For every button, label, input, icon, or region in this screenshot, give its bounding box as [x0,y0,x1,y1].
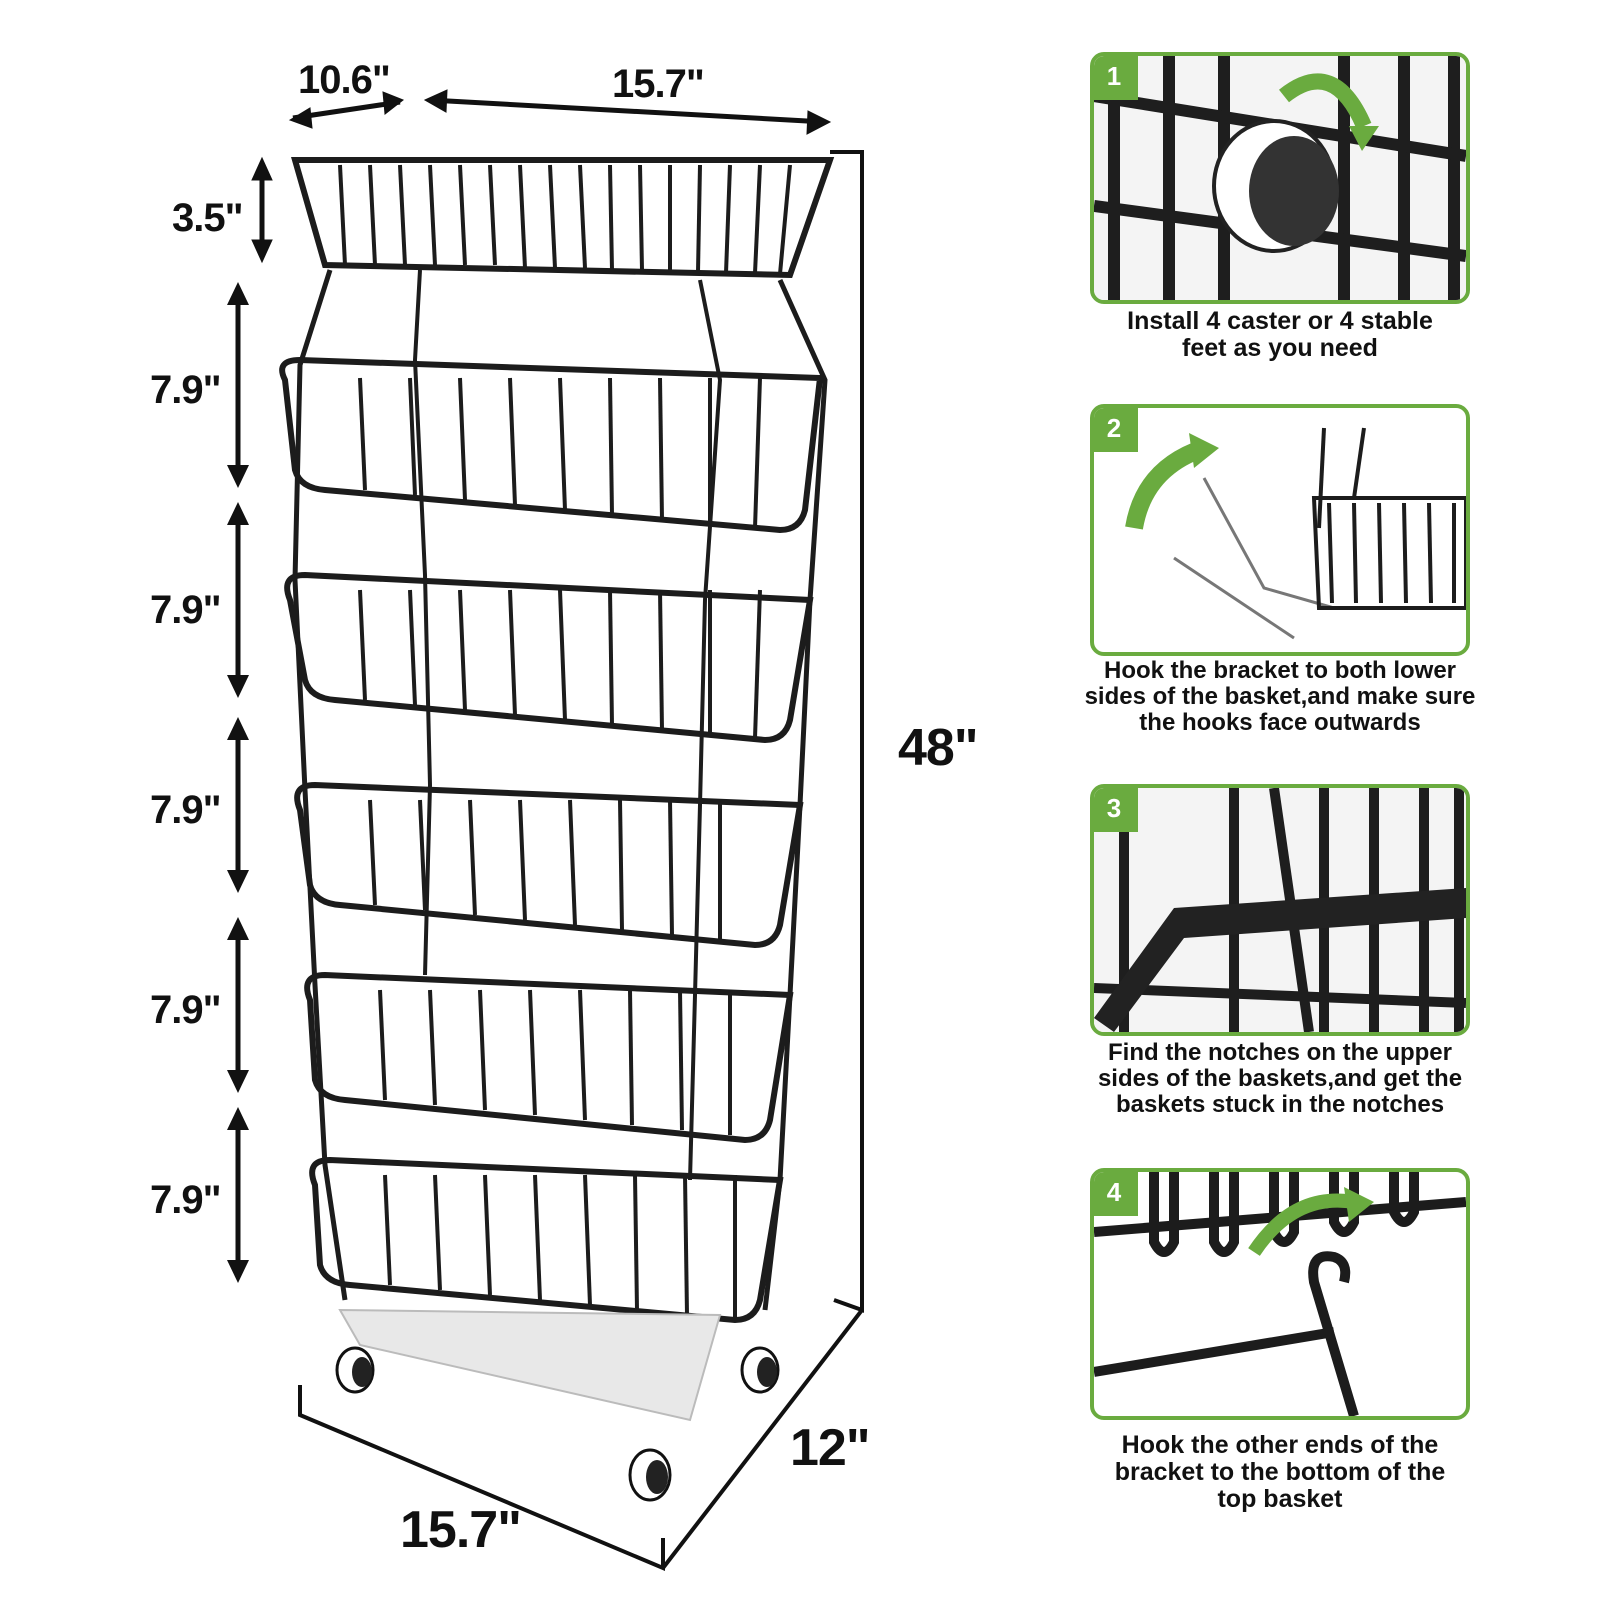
tier-spacing-label: 7.9" [150,588,222,632]
top-basket-hook-illustration [1094,1172,1466,1416]
base-width-label: 15.7" [400,1501,522,1559]
top-basket-height-label: 3.5" [172,196,244,240]
top-width-label: 15.7" [612,62,705,106]
total-height-label: 48" [898,719,978,777]
step-caption: Find the notches on the upper sides of t… [1097,1039,1463,1118]
top-depth-label: 10.6" [298,58,391,102]
step-4-image: 4 [1090,1168,1470,1420]
step-number-badge: 2 [1094,408,1138,452]
step-2-image: 2 [1090,404,1470,656]
tier-spacing-label: 7.9" [150,368,222,412]
caster-install-illustration [1094,56,1466,300]
step-caption: Hook the bracket to both lower sides of … [1084,657,1476,736]
notch-illustration [1094,788,1466,1032]
step-1-image: 1 [1090,52,1470,304]
tier-spacing-label: 7.9" [150,788,222,832]
step-3-image: 3 [1090,784,1470,1036]
tier-spacing-label: 7.9" [150,988,222,1032]
step-number-badge: 1 [1094,56,1138,100]
bracket-hook-illustration [1125,427,1466,640]
basket-rack-drawing [227,89,864,1572]
product-illustration: 10.6" 15.7" 3.5" 7.9" 7.9" 7.9" 7.9" 7.9… [150,58,978,1572]
caster-wheels [335,1346,780,1502]
tier-spacing-label: 7.9" [150,1178,222,1222]
step-number-badge: 3 [1094,788,1138,832]
step-caption: Install 4 caster or 4 stable feet as you… [1127,307,1433,362]
step-number-badge: 4 [1094,1172,1138,1216]
step-caption: Hook the other ends of the bracket to th… [1114,1431,1446,1513]
base-depth-label: 12" [790,1419,870,1477]
